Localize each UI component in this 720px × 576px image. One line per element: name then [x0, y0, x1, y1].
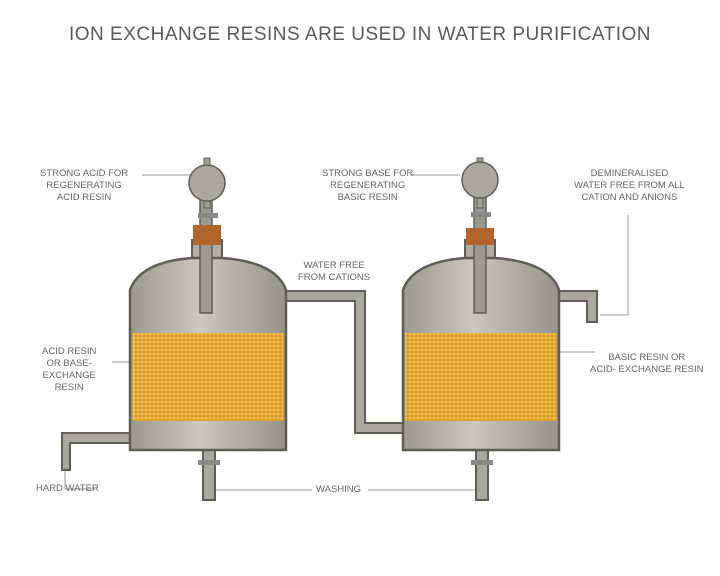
label-strong-base: STRONG BASE FOR REGENERATING BASIC RESIN — [322, 168, 414, 203]
base-funnel — [461, 161, 499, 199]
acid-funnel — [188, 164, 226, 202]
label-basic-resin: BASIC RESIN OR ACID- EXCHANGE RESIN — [590, 352, 704, 375]
label-hard-water: HARD WATER — [36, 483, 99, 494]
tank-right — [401, 157, 561, 465]
label-strong-acid: STRONG ACID FOR REGENERATING ACID RESIN — [40, 168, 129, 203]
label-demineralised: DEMINERALISED WATER FREE FROM ALL CATION… — [574, 168, 685, 203]
leader-lines — [64, 174, 629, 491]
label-washing: WASHING — [316, 484, 362, 495]
label-acid-resin: ACID RESIN OR BASE- EXCHANGE RESIN — [42, 346, 97, 393]
label-water-free-cations: WATER FREE FROM CATIONS — [298, 260, 371, 283]
basic-resin-bed — [405, 333, 557, 421]
diagram-title: ION EXCHANGE RESINS ARE USED IN WATER PU… — [68, 24, 652, 45]
tank-left — [128, 157, 288, 465]
acid-resin-bed — [132, 333, 284, 421]
